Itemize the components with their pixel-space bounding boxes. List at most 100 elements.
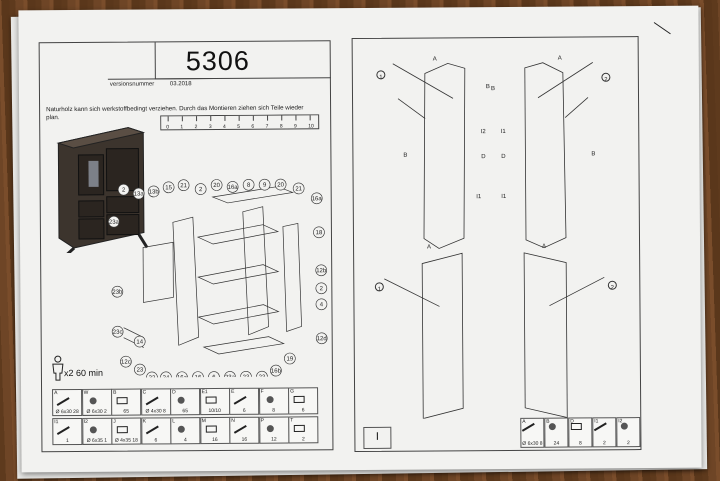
part-quantity: 2 xyxy=(603,440,606,447)
part-callout: 4 xyxy=(315,298,328,311)
part-id: A xyxy=(54,390,58,397)
svg-text:2: 2 xyxy=(320,286,324,292)
hardware-part-icon xyxy=(233,395,247,405)
part-id: A xyxy=(522,418,526,425)
svg-text:15: 15 xyxy=(165,185,172,191)
hardware-part-icon xyxy=(145,396,159,406)
svg-text:21: 21 xyxy=(295,186,302,192)
svg-text:12c: 12c xyxy=(121,360,131,366)
part-id: N xyxy=(231,417,235,424)
hardware-part-icon xyxy=(570,422,582,431)
diagram-label: I1 xyxy=(501,129,507,135)
part-id: I1 xyxy=(54,419,59,426)
hardware-part-icon xyxy=(293,424,305,432)
ruler-tick-label: 1 xyxy=(180,124,183,130)
part-callout: 18 xyxy=(313,226,325,239)
diagram-label: D xyxy=(501,154,506,160)
part-quantity: 1 xyxy=(65,438,69,445)
diagram-label: B xyxy=(591,151,595,157)
part-callout: 12b xyxy=(315,264,328,277)
part-id: B xyxy=(546,418,550,425)
part-quantity: 8 xyxy=(272,407,276,414)
version-label: versionsnummer xyxy=(109,81,155,88)
part-id: K xyxy=(142,418,147,425)
hardware-part-icon xyxy=(116,397,128,405)
svg-text:19: 19 xyxy=(286,356,293,362)
svg-text:2: 2 xyxy=(122,188,126,194)
part-id: I2 xyxy=(618,418,623,425)
svg-text:20: 20 xyxy=(277,183,284,189)
hardware-part-icon xyxy=(116,426,128,434)
hardware-part-icon xyxy=(205,425,217,433)
svg-text:8: 8 xyxy=(247,183,251,189)
diagram-label: A xyxy=(542,244,546,250)
hardware-part-icon xyxy=(620,422,628,430)
version-date: 03.2018 xyxy=(169,81,192,88)
part-quantity: 10/10 xyxy=(208,407,221,415)
step-number-box: I xyxy=(363,426,392,449)
part-quantity: Ø 6x30 2 xyxy=(86,408,107,415)
part-callout: 16 xyxy=(192,371,204,378)
svg-text:23c: 23c xyxy=(113,330,123,336)
diagram-label: I2 xyxy=(481,129,487,135)
part-quantity: 65 xyxy=(123,408,130,415)
svg-text:16b: 16b xyxy=(271,369,282,375)
part-id: T xyxy=(290,417,294,424)
part-callout: 6 xyxy=(208,371,220,378)
svg-text:23: 23 xyxy=(259,375,266,378)
part-id: J xyxy=(113,418,116,425)
part-id: G xyxy=(290,388,294,395)
hardware-part-icon xyxy=(266,425,274,433)
svg-text:22: 22 xyxy=(149,375,156,377)
diagram-label: 2 xyxy=(604,77,608,83)
svg-text:16a: 16a xyxy=(228,185,239,191)
svg-text:4: 4 xyxy=(320,302,324,308)
part-cell: E1 10/10 xyxy=(199,387,230,416)
part-callout: 9 xyxy=(258,178,271,191)
part-callout: 23 xyxy=(134,363,146,376)
part-callout: 23a xyxy=(108,215,120,228)
diagram-label: B xyxy=(491,86,495,92)
svg-text:23: 23 xyxy=(137,368,144,374)
part-callout: 22 xyxy=(146,371,158,378)
part-callout: 13b xyxy=(147,185,160,198)
part-callout: 21 xyxy=(177,179,190,192)
part-id: D xyxy=(570,418,574,425)
part-quantity: Ø 6x35 1 xyxy=(86,437,108,444)
ruler-tick-label: 0 xyxy=(166,124,169,130)
hardware-part-icon xyxy=(89,397,97,405)
diagram-label: A xyxy=(427,245,431,251)
part-quantity: 24 xyxy=(553,440,560,447)
svg-text:20: 20 xyxy=(213,183,220,189)
part-id: I1 xyxy=(594,418,599,425)
part-callout: 20 xyxy=(210,179,223,191)
part-callout: 19 xyxy=(284,352,296,365)
part-callout: 12d xyxy=(315,332,328,345)
hardware-part-icon xyxy=(548,423,556,431)
instruction-sheet: 5306 versionsnummer 03.2018 Naturholz ka… xyxy=(18,5,702,473)
part-callout: 2 xyxy=(315,282,328,295)
hardware-part-icon xyxy=(145,425,159,435)
assembly-time: x2 60 min xyxy=(64,368,103,378)
part-quantity: 12 xyxy=(271,436,277,443)
part-id: E1 xyxy=(201,389,208,396)
svg-text:23: 23 xyxy=(243,375,250,378)
svg-text:23a: 23a xyxy=(225,375,236,378)
part-callout: 14 xyxy=(133,335,146,348)
svg-text:12d: 12d xyxy=(317,336,327,342)
step-number: I xyxy=(375,430,379,443)
part-id: I2 xyxy=(83,418,88,425)
part-callout: 16a xyxy=(226,181,239,193)
diagram-label: I1 xyxy=(476,194,482,200)
diagram-label: 1 xyxy=(379,75,383,81)
hardware-part-icon xyxy=(521,422,535,432)
